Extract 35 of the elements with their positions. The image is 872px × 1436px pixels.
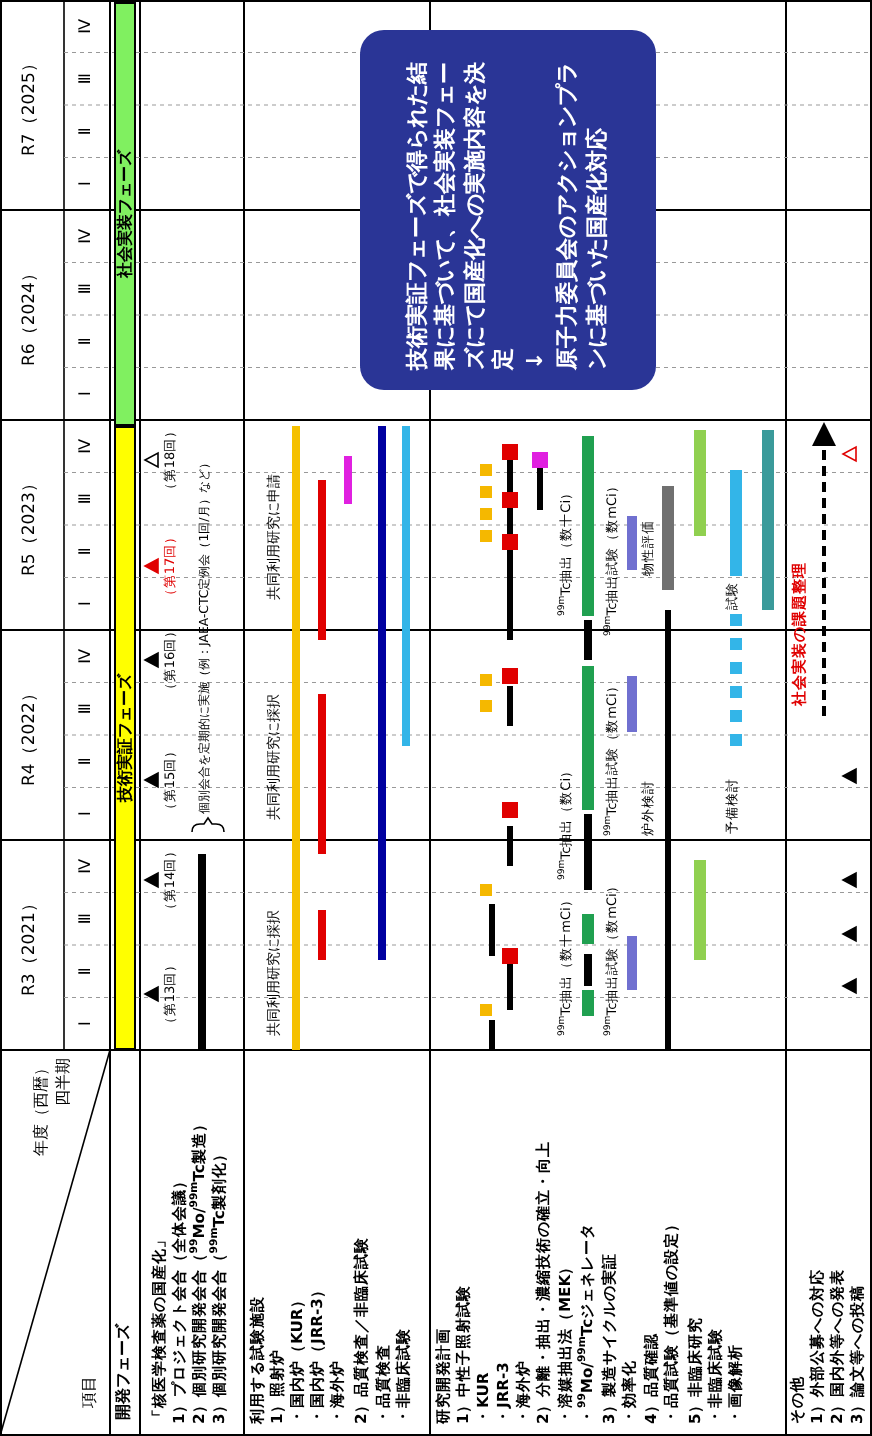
quarter-header: Ⅱ [76, 337, 95, 346]
year-header: R3（2021） [22, 894, 42, 996]
quarter-header: Ⅲ [76, 283, 95, 295]
year-header: R7（2025） [22, 54, 42, 156]
phase-banner: 技術実証フェーズ [114, 426, 136, 1050]
quarter-header: Ⅳ [76, 858, 95, 874]
quarter-header: Ⅰ [76, 181, 95, 187]
callout-text: ↓ [522, 349, 551, 370]
quarter-header: Ⅲ [76, 703, 95, 715]
quarter-header: Ⅲ [76, 913, 95, 925]
quarter-header: Ⅰ [76, 811, 95, 817]
quarter-header: Ⅲ [76, 73, 95, 85]
quarter-header: Ⅰ [76, 601, 95, 607]
callout-text: 原子力委員会のアクションプランに基づいた国産化対応 [554, 60, 612, 370]
callout-text: 技術実証フェーズで得られた結果に基づいて、社会実装フェーズにて国産化への実施内容を決定 [403, 60, 518, 370]
row-label: 開発フェーズ [114, 1324, 133, 1420]
phase-banner: 社会実装フェーズ [114, 2, 136, 426]
quarter-header: Ⅱ [76, 547, 95, 556]
quarter-header: Ⅰ [76, 391, 95, 397]
callout-box [360, 30, 656, 390]
year-header: R5（2023） [22, 474, 42, 576]
quarter-header: Ⅳ [76, 648, 95, 664]
year-header: R4（2022） [22, 684, 42, 786]
quarter-header: Ⅲ [76, 493, 95, 505]
quarter-header: Ⅳ [76, 228, 95, 244]
quarter-header: Ⅳ [76, 18, 95, 34]
quarter-header: Ⅱ [76, 967, 95, 976]
header-label: 項目 [80, 1376, 99, 1408]
header-label: 四半期 [54, 1058, 73, 1106]
year-header: R6（2024） [22, 264, 42, 366]
quarter-header: Ⅰ [76, 1021, 95, 1027]
quarter-header: Ⅱ [76, 757, 95, 766]
quarter-header: Ⅱ [76, 127, 95, 136]
quarter-header: Ⅳ [76, 438, 95, 454]
header-label: 年度（西暦） [32, 1060, 51, 1156]
